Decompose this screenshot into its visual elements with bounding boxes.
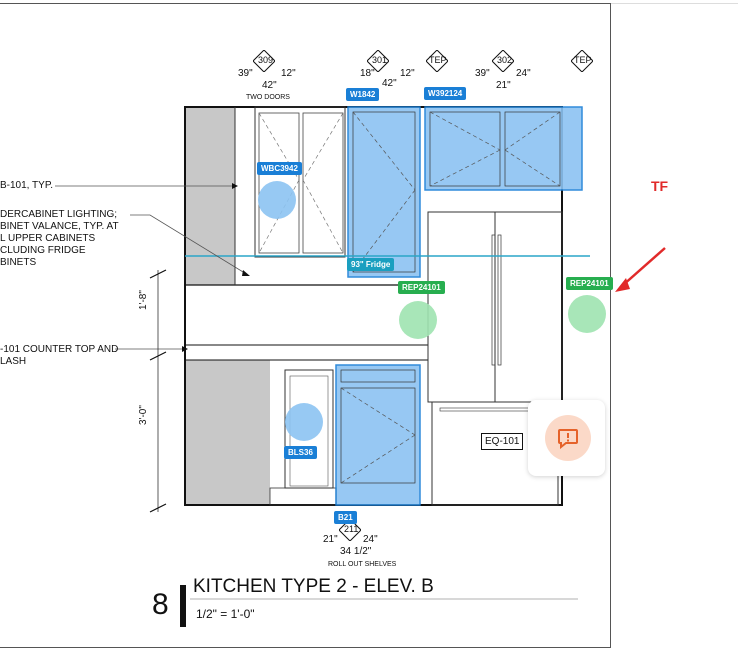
diamond-label: 302 — [497, 55, 513, 65]
sheet-scale: 1/2" = 1'-0" — [196, 607, 255, 621]
diamond-label: TEP — [429, 55, 447, 65]
tag-fridge[interactable]: 93" Fridge — [347, 258, 395, 271]
note-b101: B-101, TYP. — [0, 180, 53, 191]
diamond-marker — [492, 50, 514, 72]
wall-upper-left — [185, 107, 235, 285]
cabinet-wbc3942 — [254, 106, 346, 258]
tag-rep24101-right[interactable]: REP24101 — [566, 277, 613, 290]
equipment-label: EQ-101 — [481, 433, 524, 450]
dim-vertical: 3'-0" — [138, 405, 149, 425]
marker-dot — [285, 403, 323, 441]
dim-text: 21" — [496, 80, 511, 91]
dim-text: 24" — [516, 68, 531, 79]
feedback-button[interactable] — [528, 400, 605, 476]
tag-b21[interactable]: B21 — [334, 511, 357, 524]
diamond-marker — [339, 519, 361, 541]
dim-text: 42" — [382, 78, 397, 89]
diamond-label: TEP — [574, 55, 592, 65]
dim-text: 12" — [400, 68, 415, 79]
tag-rep24101[interactable]: REP24101 — [398, 281, 445, 294]
feedback-icon-circle[interactable] — [545, 415, 591, 461]
cabinet-w392124 — [424, 106, 583, 191]
dim-text: 21" — [323, 534, 338, 545]
diamond-label: 211 — [344, 524, 359, 534]
dim-text: 34 1/2" — [340, 546, 372, 557]
sheet-number: 8 — [152, 588, 169, 621]
tag-bls36[interactable]: BLS36 — [284, 446, 317, 459]
dim-note: TWO DOORS — [246, 94, 290, 101]
page-edge-line — [611, 3, 738, 4]
marker-dot — [399, 301, 437, 339]
wall-lower-left — [185, 360, 270, 505]
red-arrow — [621, 247, 666, 287]
note-countertop: -101 COUNTER TOP AND LASH — [0, 344, 119, 367]
diamond-label: 309 — [258, 55, 274, 65]
dim-text: 18" — [360, 68, 375, 79]
annotation-tf: TF — [651, 178, 669, 194]
dim-text: 42" — [262, 80, 277, 91]
note-lighting: DERCABINET LIGHTING; BINET VALANCE, TYP.… — [0, 209, 119, 268]
marker-dot — [258, 181, 296, 219]
diamond-marker — [571, 50, 593, 72]
dim-text: 39" — [238, 68, 253, 79]
dim-text: 24" — [363, 534, 378, 545]
diamond-marker — [426, 50, 448, 72]
marker-dot — [568, 295, 606, 333]
page-title: KITCHEN TYPE 2 - ELEV. B — [193, 576, 434, 597]
tag-w392124[interactable]: W392124 — [424, 87, 467, 100]
tag-w1842[interactable]: W1842 — [346, 88, 380, 101]
dim-vertical: 1'-8" — [138, 290, 149, 310]
dim-note: ROLL OUT SHELVES — [328, 561, 397, 568]
feedback-icon — [558, 429, 578, 449]
dim-text: 39" — [475, 68, 490, 79]
dim-text: 12" — [281, 68, 296, 79]
diamond-marker — [367, 50, 389, 72]
diamond-label: 301 — [372, 55, 388, 65]
cabinet-b21 — [335, 364, 421, 506]
tag-wbc3942[interactable]: WBC3942 — [257, 162, 302, 175]
diamond-marker — [253, 50, 275, 72]
cabinet-w1842 — [347, 106, 421, 278]
